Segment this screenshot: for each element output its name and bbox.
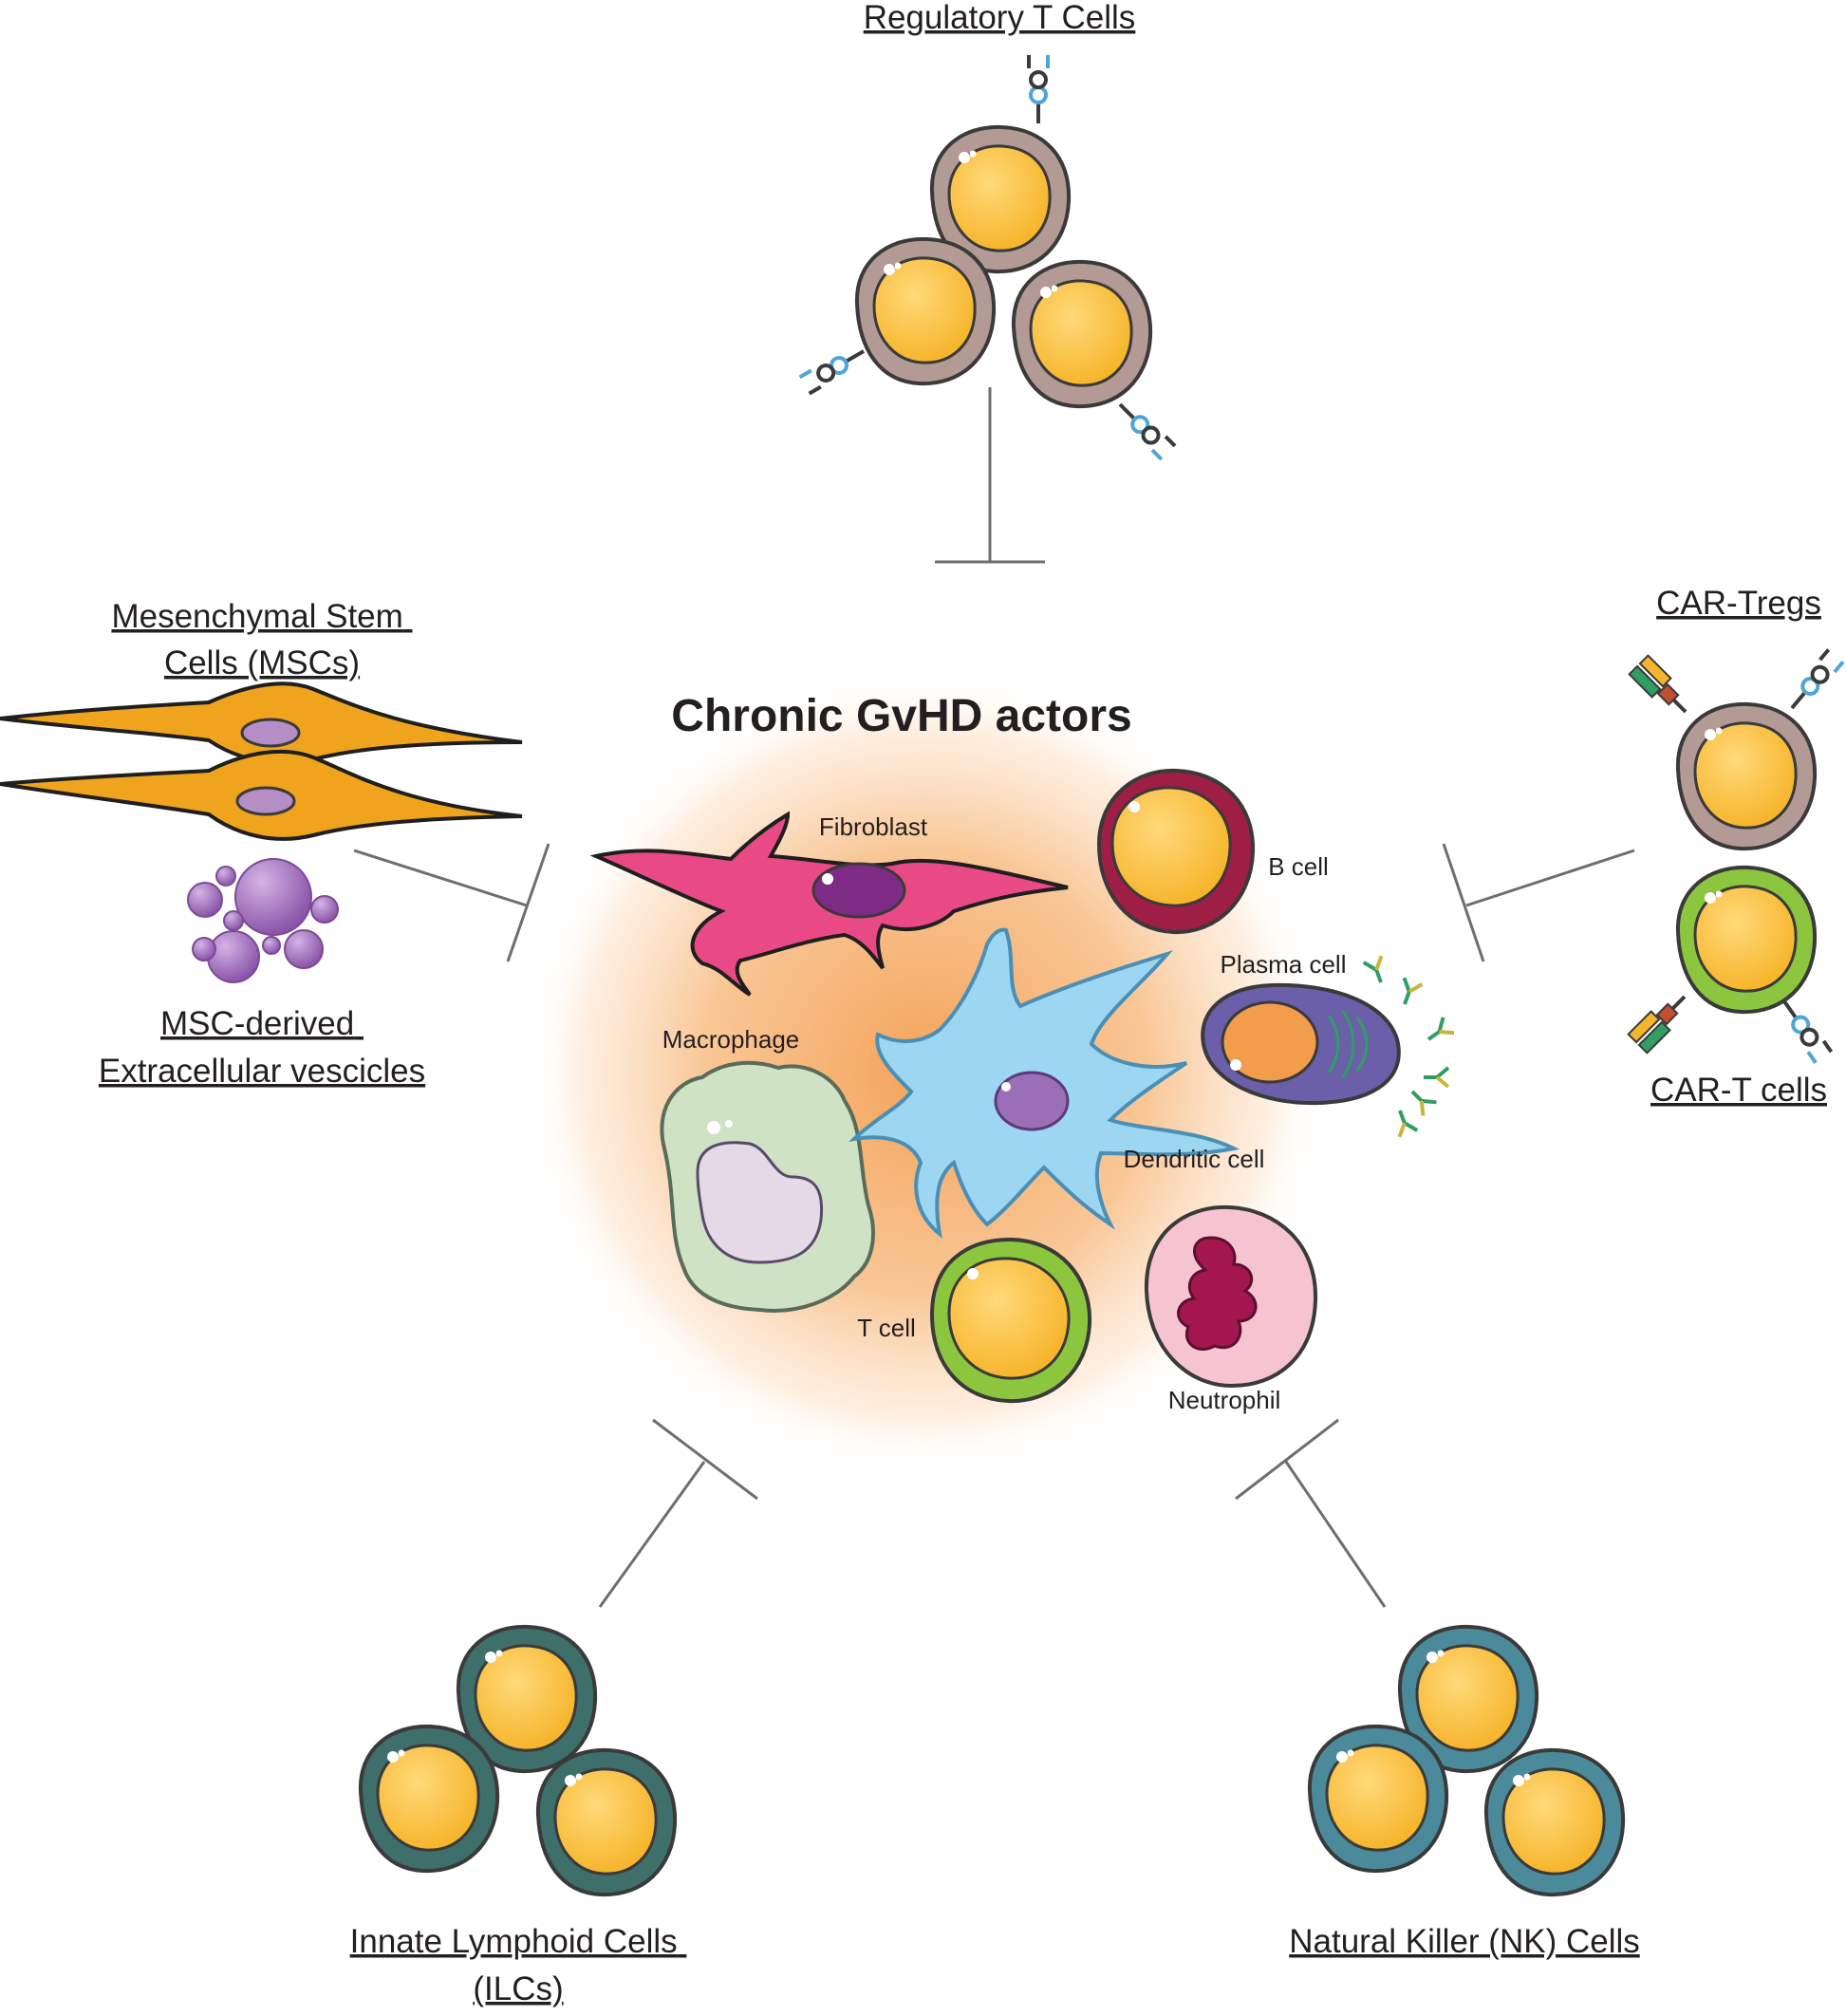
nk-cell bbox=[1307, 1724, 1449, 1874]
label-b-cell: B cell bbox=[1268, 852, 1329, 881]
diagram-title: Chronic GvHD actors bbox=[671, 691, 1131, 741]
b-cell bbox=[1096, 768, 1256, 935]
inhibition-tregs bbox=[935, 387, 1045, 564]
label-car-tregs: CAR-Tregs bbox=[1656, 585, 1821, 622]
treg-cell bbox=[854, 236, 997, 386]
inhibition-msc bbox=[353, 843, 550, 962]
label-plasma-cell: Plasma cell bbox=[1221, 950, 1347, 979]
car-t-cell bbox=[1675, 865, 1818, 1015]
label-msc: Mesenchymal Stem Cells (MSCs) bbox=[111, 598, 412, 681]
ilc-cell bbox=[535, 1747, 678, 1897]
plasma-cell bbox=[1201, 954, 1457, 1139]
label-macrophage: Macrophage bbox=[662, 1025, 800, 1054]
t-cell bbox=[929, 1237, 1092, 1404]
label-msc-ev: MSC-derived Extracellular vescicles bbox=[99, 1005, 425, 1090]
car-t-group bbox=[1629, 865, 1834, 1065]
msc-nucleus bbox=[235, 786, 296, 816]
dendritic-cell bbox=[848, 927, 1240, 1239]
label-regulatory-t-cells: Regulatory T Cells bbox=[864, 0, 1136, 36]
msc-nucleus bbox=[240, 718, 301, 748]
label-ilcs: Innate Lymphoid Cells (ILCs) bbox=[350, 1923, 687, 2007]
ilc-group bbox=[358, 1624, 678, 1897]
macrophage bbox=[660, 1060, 875, 1313]
label-fibroblast: Fibroblast bbox=[819, 812, 928, 841]
regulatory-t-cells-group bbox=[797, 53, 1175, 459]
car-treg-cell bbox=[1675, 701, 1818, 851]
label-t-cell: T cell bbox=[857, 1314, 916, 1342]
neutrophil bbox=[1144, 1204, 1318, 1389]
fibroblast bbox=[589, 811, 1069, 997]
msc-group bbox=[0, 681, 523, 841]
treg-cell bbox=[1011, 259, 1153, 409]
label-dendritic-cell: Dendritic cell bbox=[1124, 1145, 1265, 1173]
nk-group bbox=[1307, 1624, 1626, 1897]
label-neutrophil: Neutrophil bbox=[1168, 1386, 1281, 1414]
extracellular-vesicles-group bbox=[187, 858, 339, 983]
car-treg-group bbox=[1630, 647, 1845, 851]
nk-cell bbox=[1483, 1747, 1626, 1897]
inhibition-ilc bbox=[598, 1418, 758, 1608]
inhibition-car bbox=[1442, 843, 1635, 962]
ilc-cell bbox=[358, 1724, 500, 1874]
inhibition-nk bbox=[1235, 1418, 1387, 1608]
label-nk-cells: Natural Killer (NK) Cells bbox=[1289, 1923, 1640, 1960]
label-car-t-cells: CAR-T cells bbox=[1650, 1072, 1827, 1109]
